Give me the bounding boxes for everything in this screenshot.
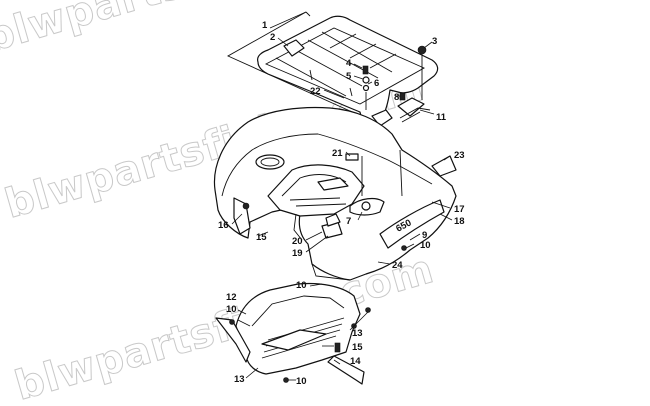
callout-16: 16 <box>218 220 229 231</box>
rack-hardware <box>362 45 427 110</box>
callout-10-c: 10 <box>226 304 237 315</box>
callout-23: 23 <box>454 150 465 161</box>
washer <box>362 76 370 84</box>
callout-22: 22 <box>310 86 321 97</box>
callout-17: 17 <box>454 204 465 215</box>
rear-fender: 650 <box>213 106 457 281</box>
cup-holder <box>255 154 285 170</box>
callout-19: 19 <box>292 248 303 259</box>
callout-4: 4 <box>346 58 352 69</box>
callouts: 1 2 3 4 5 6 8 11 22 21 23 7 17 18 9 10 1… <box>218 20 465 387</box>
callout-15-b: 15 <box>352 342 363 353</box>
leader-lines <box>231 11 453 381</box>
callout-5: 5 <box>346 71 352 82</box>
callout-13-b: 13 <box>234 374 245 385</box>
callout-6: 6 <box>374 78 379 89</box>
bolt <box>362 65 369 75</box>
callout-24: 24 <box>392 260 403 271</box>
callout-15-a: 15 <box>256 232 267 243</box>
callout-9: 9 <box>422 230 427 241</box>
callout-7: 7 <box>346 216 351 227</box>
screw <box>399 92 406 101</box>
rear-rack <box>257 15 439 129</box>
callout-3: 3 <box>432 36 437 47</box>
callout-13-a: 13 <box>352 328 363 339</box>
footwell-screw <box>334 342 341 353</box>
callout-14: 14 <box>350 356 361 367</box>
footwell <box>215 282 371 375</box>
callout-10-b: 10 <box>296 280 307 291</box>
rack-group-bracket <box>227 11 371 121</box>
callout-8: 8 <box>394 92 399 103</box>
callout-2: 2 <box>270 32 275 43</box>
callout-10-d: 10 <box>296 376 307 387</box>
callout-10-a: 10 <box>420 240 431 251</box>
callout-12: 12 <box>226 292 237 303</box>
step-bar <box>327 355 365 385</box>
callout-1: 1 <box>262 20 268 31</box>
callout-20: 20 <box>292 236 303 247</box>
callout-21: 21 <box>332 148 343 159</box>
reflector-plate <box>345 153 359 161</box>
decal-strip <box>431 155 457 177</box>
callout-11: 11 <box>436 112 447 123</box>
callout-18: 18 <box>454 216 465 227</box>
